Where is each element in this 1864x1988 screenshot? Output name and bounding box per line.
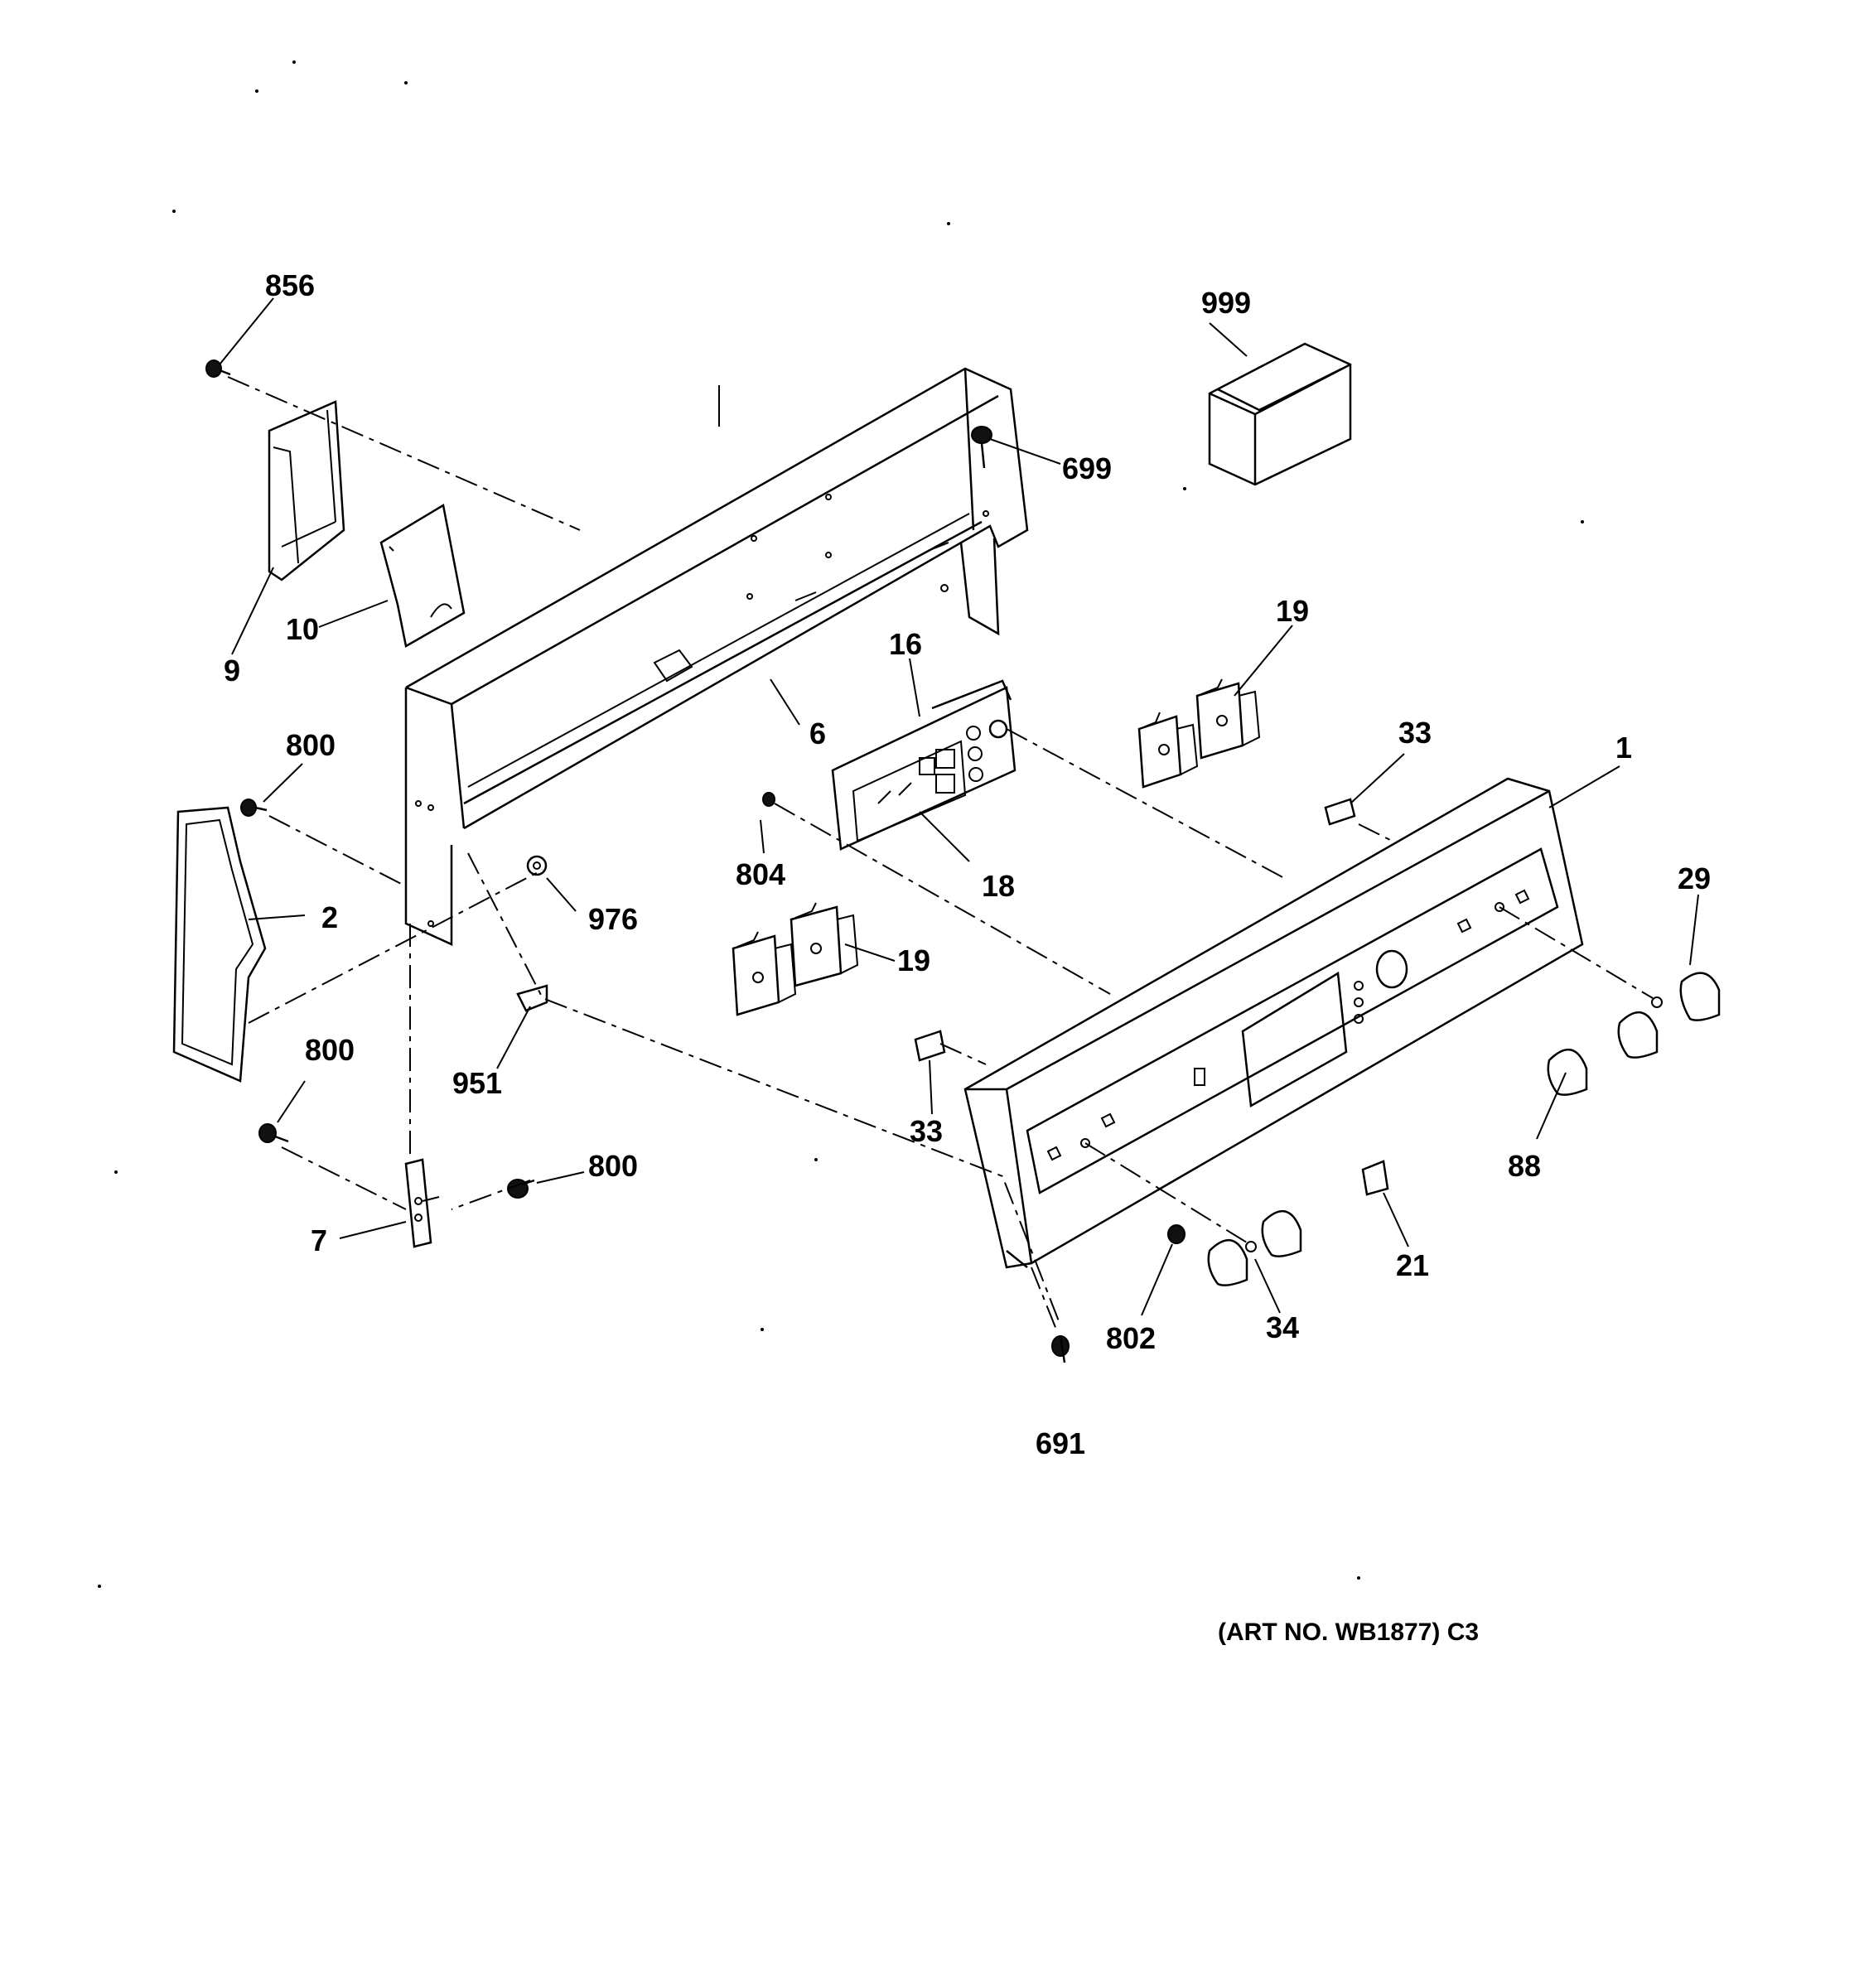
screw-part-800-b	[258, 1123, 289, 1143]
label-16: 16	[889, 627, 922, 661]
label-19-upper: 19	[1276, 594, 1309, 628]
label-2: 2	[321, 900, 338, 934]
control-board-part-16-18	[831, 679, 1017, 851]
knob-part-34-b	[1261, 1209, 1302, 1257]
label-800-c: 800	[588, 1149, 638, 1183]
clip-part-21	[1361, 1160, 1389, 1196]
knob-part-34-a	[1207, 1238, 1257, 1286]
art-number: (ART NO. WB1877) C3	[1218, 1619, 1479, 1646]
screw-part-802	[1167, 1224, 1186, 1244]
screw-part-800-c	[507, 1179, 535, 1199]
knob-part-88	[1547, 1048, 1588, 1096]
label-33-lower: 33	[910, 1114, 943, 1148]
screw-part-699	[971, 426, 992, 469]
label-800-b: 800	[305, 1033, 355, 1067]
label-804: 804	[736, 857, 785, 891]
label-1: 1	[1615, 731, 1632, 765]
switch-part-33-lower	[914, 1030, 946, 1062]
label-9: 9	[224, 654, 240, 688]
label-802: 802	[1106, 1321, 1156, 1355]
label-999: 999	[1201, 286, 1251, 320]
leader-lines	[219, 297, 1699, 1316]
nut-part-976	[526, 855, 548, 876]
bracket-part-7	[404, 1158, 440, 1248]
bracket-part-10	[379, 504, 466, 648]
assembly-lines	[227, 376, 1654, 1330]
control-panel-part-1	[963, 777, 1584, 1269]
screw-part-691	[1051, 1334, 1070, 1363]
bracket-part-9	[268, 400, 345, 581]
label-699: 699	[1062, 451, 1112, 485]
label-800-a: 800	[286, 728, 336, 762]
label-29: 29	[1678, 861, 1711, 895]
side-trim-part-2	[172, 806, 267, 1083]
label-34: 34	[1266, 1310, 1299, 1344]
label-21: 21	[1396, 1248, 1429, 1282]
screw-part-804	[762, 792, 775, 807]
switch-part-33-upper	[1324, 798, 1356, 826]
label-951: 951	[452, 1066, 502, 1100]
infinite-switches-part-19-lower	[732, 902, 859, 1016]
label-7: 7	[311, 1223, 327, 1257]
screw-part-856	[205, 359, 231, 378]
knob-part-88-upper	[1617, 1011, 1659, 1059]
label-10: 10	[286, 612, 319, 646]
literature-box-part-999	[1208, 342, 1352, 486]
label-976: 976	[588, 902, 638, 936]
label-33-upper: 33	[1398, 716, 1432, 750]
label-19-lower: 19	[897, 943, 930, 977]
label-6: 6	[809, 717, 826, 750]
label-88: 88	[1508, 1149, 1541, 1183]
screw-part-800-a	[240, 799, 268, 817]
label-856: 856	[265, 268, 315, 302]
knob-part-29	[1651, 972, 1721, 1021]
label-691: 691	[1036, 1426, 1085, 1460]
infinite-switches-part-19-upper	[1137, 678, 1261, 789]
clip-part-951	[516, 984, 548, 1012]
label-18: 18	[982, 869, 1015, 903]
backsplash-frame-part-6	[404, 367, 1029, 946]
scan-specks	[98, 60, 1584, 1588]
